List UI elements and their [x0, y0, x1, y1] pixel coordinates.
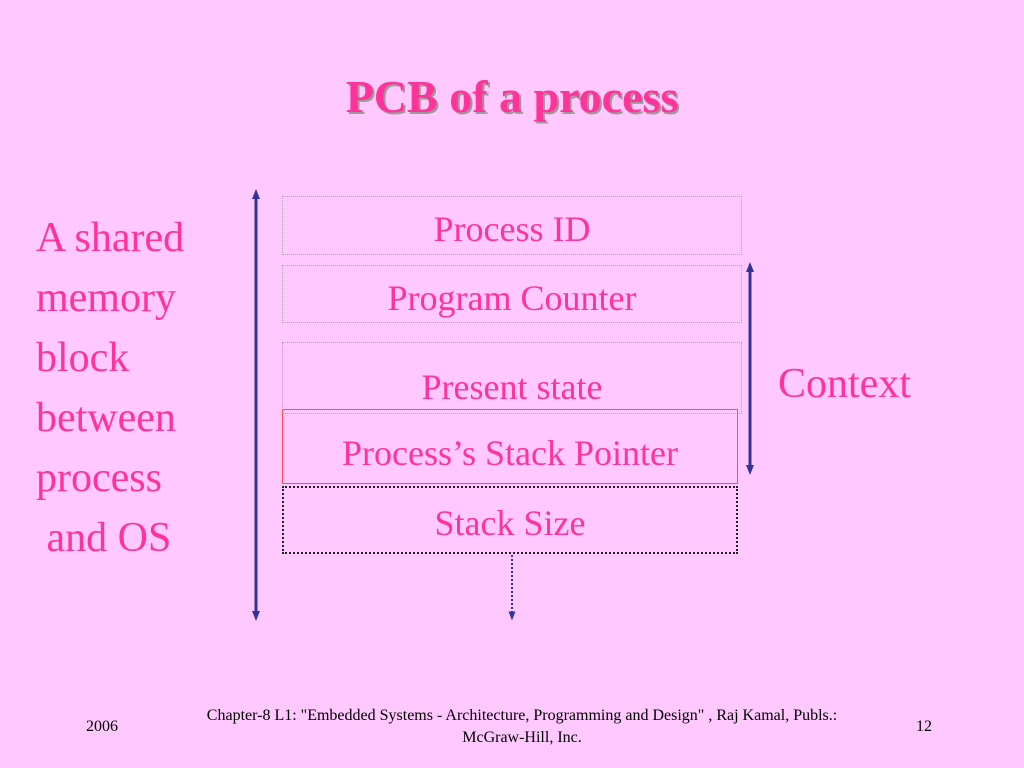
- shared-memory-label-line-4: between: [36, 395, 176, 441]
- shared-memory-label-line-3: block: [36, 335, 130, 381]
- program-counter-block: Program Counter: [282, 265, 742, 323]
- footer-year: 2006: [86, 718, 118, 735]
- present-state-block: Present state: [282, 342, 742, 414]
- slide-title: PCB of a process: [345, 71, 679, 122]
- process-id-text: Process ID: [433, 209, 591, 249]
- stack-pointer-text: Process’s Stack Pointer: [342, 433, 678, 473]
- footer-citation: Chapter-8 L1: "Embedded Systems - Archit…: [206, 707, 838, 746]
- shared-memory-label-line-5: process: [36, 455, 162, 501]
- stack-size-text: Stack Size: [434, 503, 586, 543]
- shared-memory-label-line-2: memory: [36, 275, 176, 321]
- footer-page-number: 12: [916, 718, 932, 735]
- program-counter-text: Program Counter: [387, 278, 637, 318]
- context-label: Context: [778, 361, 911, 407]
- stack-size-block: Stack Size: [282, 486, 738, 554]
- process-id-block: Process ID: [282, 196, 742, 255]
- shared-memory-label-line-1: A shared: [36, 215, 185, 261]
- shared-memory-label-line-6: and OS: [36, 515, 172, 561]
- present-state-text: Present state: [421, 367, 603, 407]
- shared-memory-label: A shared memory block between process an…: [36, 208, 184, 568]
- stack-pointer-block: Process’s Stack Pointer: [282, 409, 738, 484]
